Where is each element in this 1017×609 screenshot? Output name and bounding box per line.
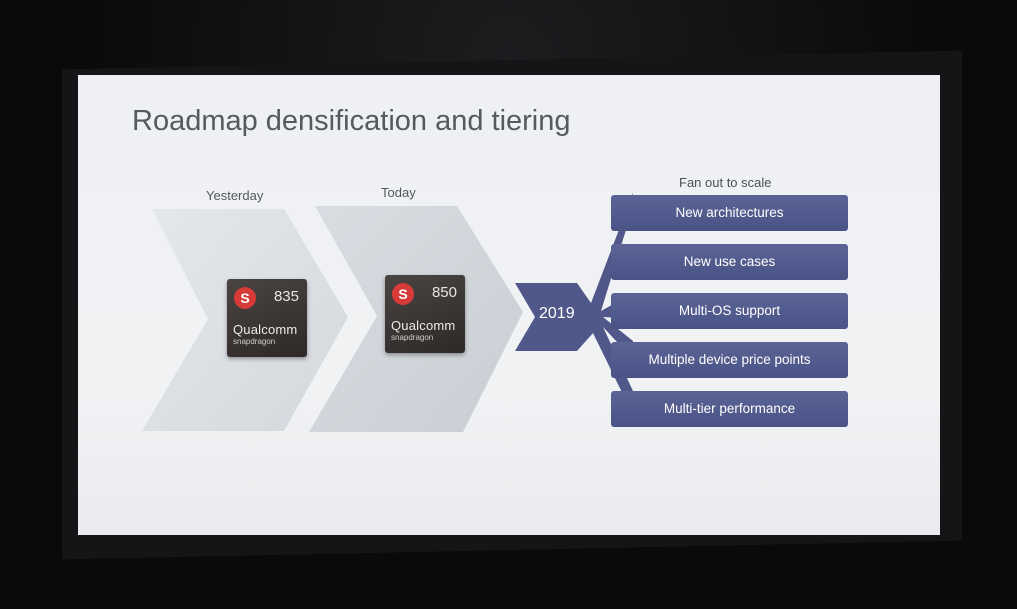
fan-item-multi-os-support: Multi-OS support xyxy=(611,293,848,329)
fan-item-multi-tier-performance: Multi-tier performance xyxy=(611,391,848,427)
snapdragon-logo-icon: S xyxy=(234,287,256,309)
stage-label-yesterday: Yesterday xyxy=(206,188,264,203)
chip-brand: Qualcomm xyxy=(233,322,298,337)
year-label: 2019 xyxy=(539,305,575,322)
chip-subbrand: snapdragon xyxy=(233,337,276,346)
fan-out-connector xyxy=(515,193,633,415)
snapdragon-logo-icon: S xyxy=(392,283,414,305)
stage-label-today: Today xyxy=(381,185,416,200)
chip-snapdragon-850: S 850 Qualcomm snapdragon xyxy=(385,275,465,353)
chip-snapdragon-835: S 835 Qualcomm snapdragon xyxy=(227,279,307,357)
fan-out-title: Fan out to scale xyxy=(679,175,772,190)
chip-brand: Qualcomm xyxy=(391,318,456,333)
presentation-slide: Roadmap densification and tiering Yester… xyxy=(78,75,940,535)
chip-subbrand: snapdragon xyxy=(391,333,434,342)
chip-model: 850 xyxy=(431,284,457,301)
fan-item-new-architectures: New architectures xyxy=(611,195,848,231)
slide-title: Roadmap densification and tiering xyxy=(132,105,571,137)
fan-item-device-price-points: Multiple device price points xyxy=(611,342,848,378)
chip-model: 835 xyxy=(273,288,299,305)
fan-item-new-use-cases: New use cases xyxy=(611,244,848,280)
